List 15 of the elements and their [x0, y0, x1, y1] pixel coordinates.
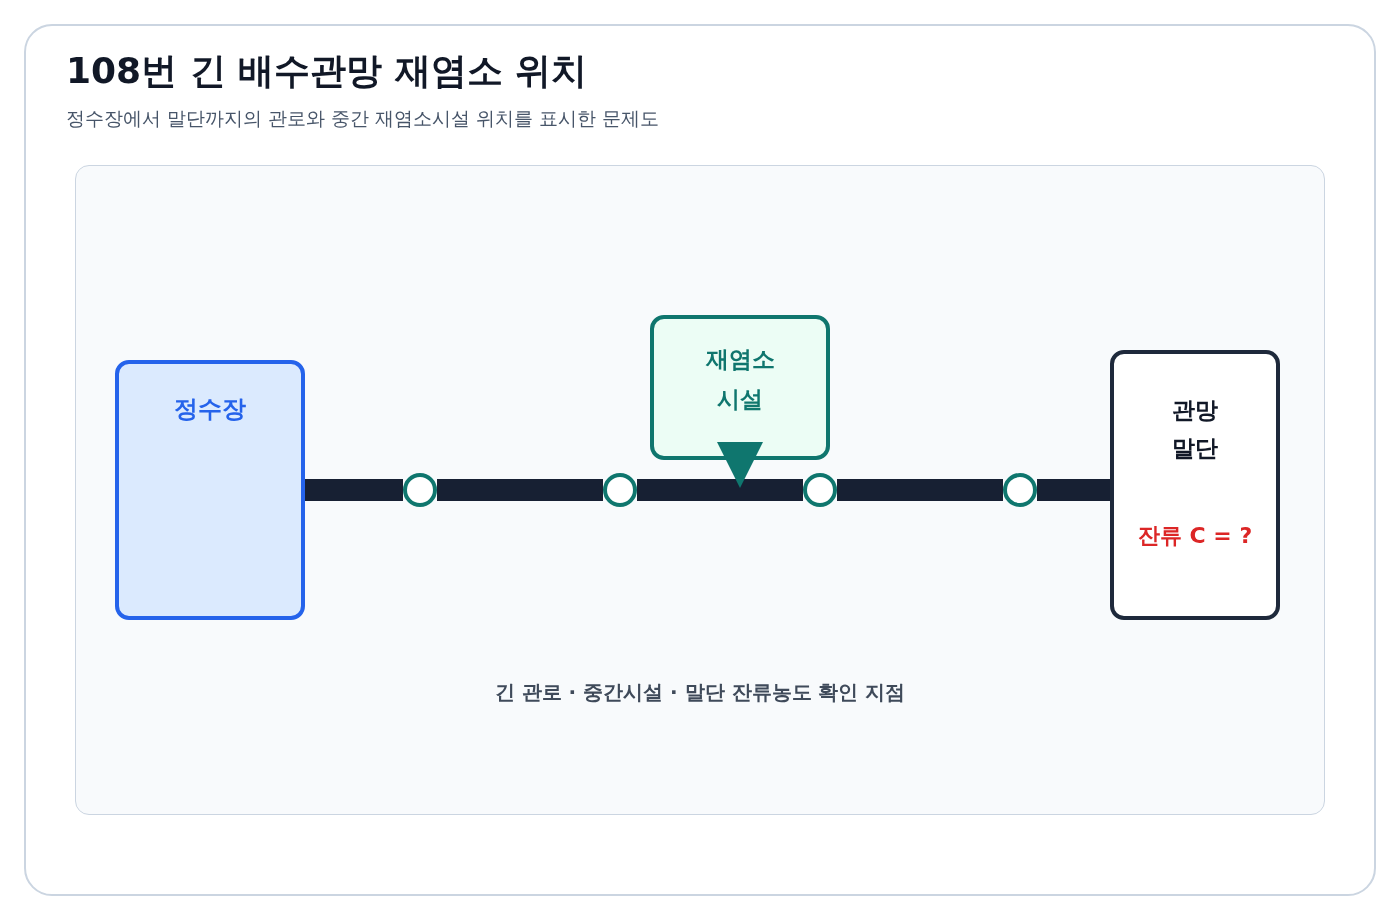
note-text: 긴 관로 · 중간시설 · 말단 잔류농도 확인 지점: [494, 679, 906, 706]
pipe-segment: [837, 479, 1003, 501]
subtitle: 정수장에서 말단까지의 관로와 중간 재염소시설 위치를 표시한 문제도: [66, 106, 660, 131]
box-label: 관망 말단: [1172, 396, 1218, 463]
box-label: 정수장: [174, 394, 246, 425]
pipe-segment: [305, 479, 403, 501]
value-label: 잔류 C = ?: [1137, 522, 1253, 550]
plant-box: [115, 360, 305, 620]
callout-box: [650, 315, 830, 460]
title: 108번 긴 배수관망 재염소 위치: [66, 49, 588, 93]
end-box: [1110, 350, 1280, 620]
pipe-segment: [437, 479, 603, 501]
pipe-segment: [1037, 479, 1110, 501]
box-label: 재염소 시설: [705, 345, 775, 414]
pipe-segment: [637, 479, 803, 501]
